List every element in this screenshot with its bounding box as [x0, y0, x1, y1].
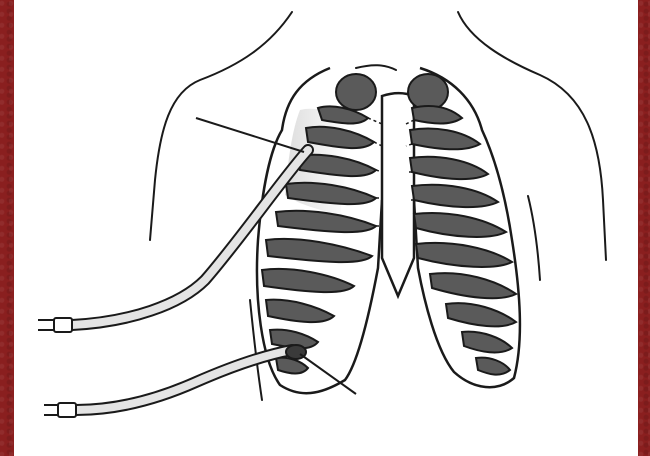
chest-tube-icon	[44, 345, 306, 417]
